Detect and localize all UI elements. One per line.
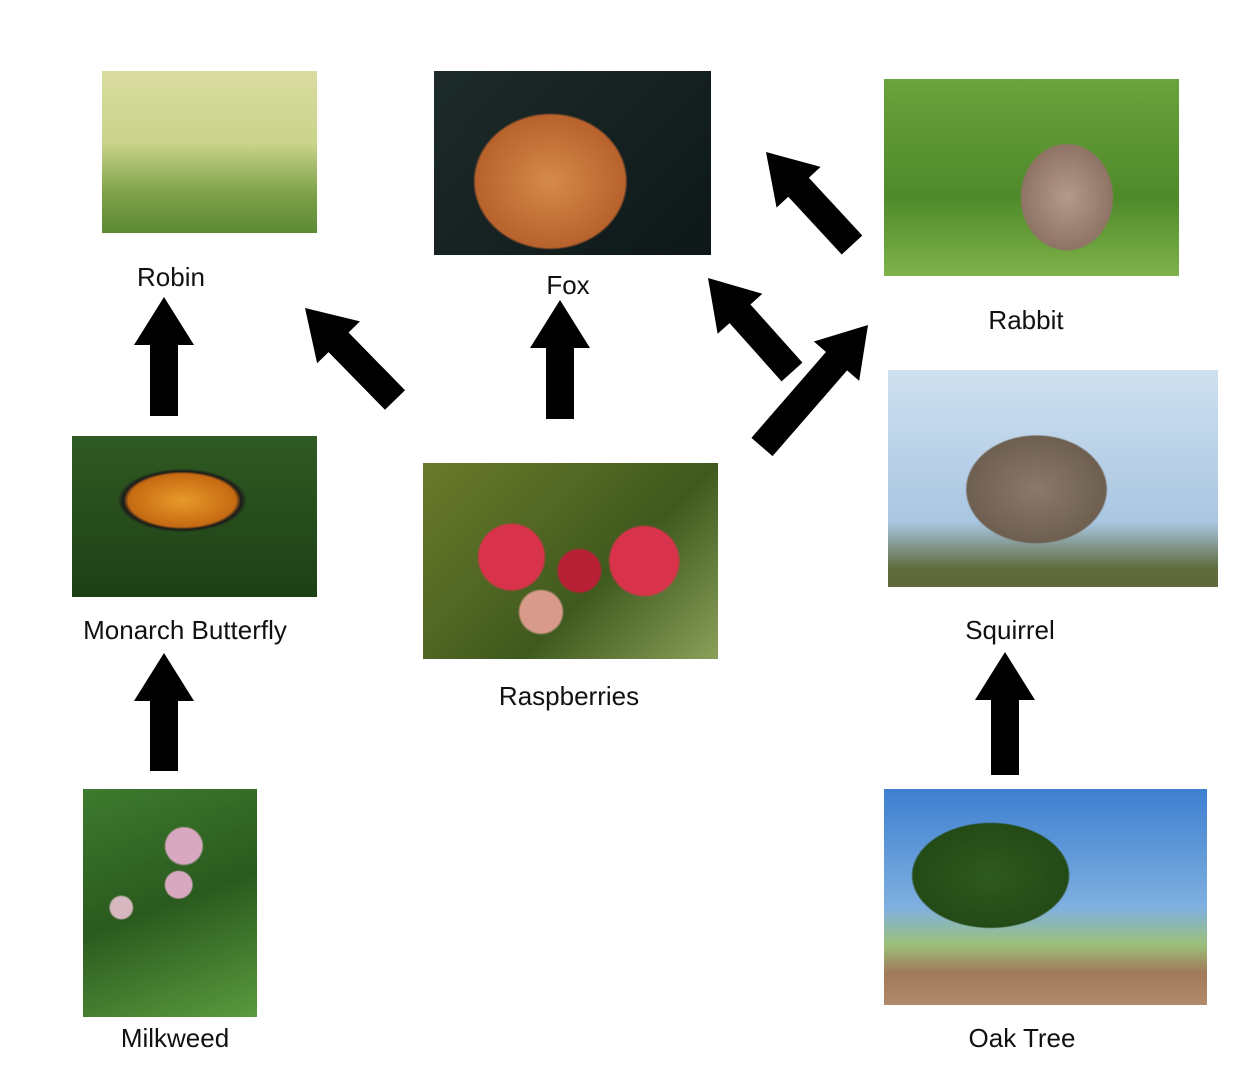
arrow-raspberries-to-robin	[305, 308, 406, 410]
arrow-squirrel-to-fox	[708, 278, 803, 382]
raspberries-photo	[423, 463, 718, 659]
squirrel-photo	[888, 370, 1218, 587]
arrow-milkweed-to-monarch-butterfly	[134, 653, 194, 771]
arrow-oak-tree-to-squirrel	[975, 652, 1035, 775]
arrow-raspberries-to-rabbit	[751, 325, 868, 457]
arrow-monarch-butterfly-to-robin	[134, 297, 194, 416]
milkweed-label: Milkweed	[120, 1023, 230, 1053]
milkweed-photo	[83, 789, 257, 1017]
arrow-raspberries-to-fox	[530, 300, 590, 419]
oak-tree-photo	[884, 789, 1207, 1005]
fox-photo	[434, 71, 711, 255]
oak-tree-label: Oak Tree	[968, 1023, 1076, 1053]
squirrel-label: Squirrel	[965, 615, 1055, 645]
raspberries-label: Raspberries	[498, 681, 640, 711]
monarch-butterfly-label: Monarch Butterfly	[83, 615, 287, 645]
rabbit-photo	[884, 79, 1179, 276]
monarch-butterfly-photo	[72, 436, 317, 597]
fox-label: Fox	[546, 270, 590, 300]
robin-photo	[102, 71, 317, 233]
rabbit-label: Rabbit	[988, 305, 1064, 335]
robin-label: Robin	[137, 262, 205, 292]
arrow-rabbit-to-fox	[766, 152, 863, 255]
